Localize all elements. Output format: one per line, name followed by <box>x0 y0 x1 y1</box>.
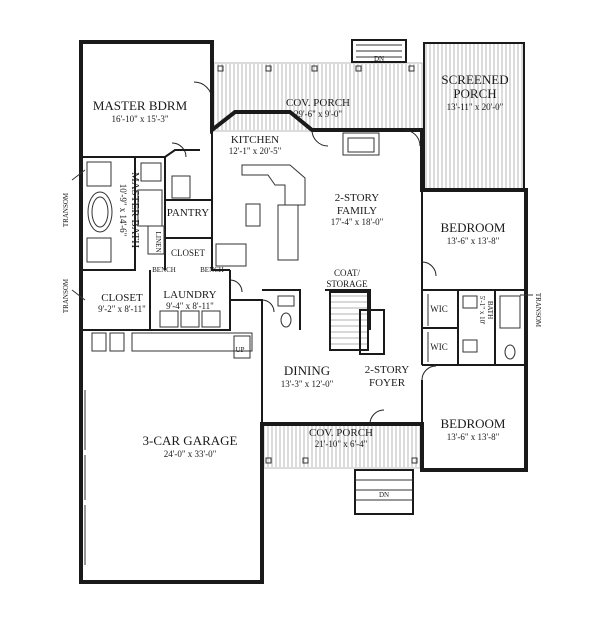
kitchen-fixtures <box>171 132 380 267</box>
screened-porch <box>423 42 525 190</box>
rear-porch-dim: 29'-6" x 9'-0" <box>294 109 342 119</box>
closet-master-dim: 9'-2" x 8'-11" <box>98 304 146 314</box>
master-bath-fixtures <box>86 161 165 263</box>
master-bdrm-dim: 16'-10" x 15'-3" <box>111 114 168 124</box>
dn-label-rear: DN <box>374 55 384 63</box>
rear-steps: DN <box>351 39 407 63</box>
door-swings <box>171 81 437 425</box>
master-bdrm-name: MASTER BDRM <box>93 98 188 113</box>
garage-name: 3-CAR GARAGE <box>143 433 238 448</box>
dining-name: DINING <box>284 363 330 378</box>
foyer-name-1: 2-STORY <box>365 364 409 376</box>
bath-dim: 5'-1" x 10' <box>478 296 486 325</box>
family-name-1: 2-STORY <box>335 192 379 204</box>
bedroom-upper-name: BEDROOM <box>440 220 505 235</box>
front-steps: DN <box>354 469 414 515</box>
bedroom-bath-fixtures <box>427 294 521 362</box>
interior-walls <box>80 130 526 424</box>
pantry-name: PANTRY <box>167 207 209 219</box>
front-porch-name: COV. PORCH <box>309 427 373 439</box>
transom-label-upper: TRANSOM <box>62 192 70 227</box>
wic-upper-name: WIC <box>430 304 448 314</box>
master-bath-dim: 10'-9" x 14'-6" <box>118 184 128 237</box>
staircase <box>329 291 385 355</box>
bedroom-lower-dim: 13'-6" x 13'-8" <box>447 432 500 442</box>
rear-porch-name: COV. PORCH <box>286 97 350 109</box>
bedroom-upper-dim: 13'-6" x 13'-8" <box>447 236 500 246</box>
coat-storage-name-2: STORAGE <box>326 279 368 289</box>
screened-porch-name-2: PORCH <box>453 86 496 101</box>
front-porch-dim: 21'-10" x 6'-4" <box>315 439 368 449</box>
transom-markers <box>71 169 533 301</box>
family-name-2: FAMILY <box>337 205 377 217</box>
powder-fixtures <box>277 295 295 328</box>
closet-small-name: CLOSET <box>171 248 206 258</box>
room-labels: MASTER BDRM 16'-10" x 15'-3" COV. PORCH … <box>62 72 542 459</box>
dn-label-front: DN <box>379 491 389 499</box>
up-label: UP <box>236 346 245 354</box>
bench-label-2: BENCH <box>200 266 224 274</box>
transom-label-right: TRANSOM <box>534 293 542 328</box>
bench-label-1: BENCH <box>152 266 176 274</box>
screened-porch-dim: 13'-11" x 20'-0" <box>447 102 504 112</box>
coat-storage-name-1: COAT/ <box>334 268 361 278</box>
foyer-name-2: FOYER <box>369 377 406 389</box>
screened-porch-name-1: SCREENED <box>441 72 508 87</box>
family-dim: 17'-4" x 18'-0" <box>331 217 384 227</box>
bath-name: BATH <box>486 301 494 319</box>
closet-master-name: CLOSET <box>101 292 143 304</box>
kitchen-name: KITCHEN <box>231 134 279 146</box>
transom-label-lower: TRANSOM <box>62 278 70 313</box>
laundry-name: LAUNDRY <box>163 289 216 301</box>
master-bath-name: MASTER BATH <box>129 172 141 248</box>
wic-lower-name: WIC <box>430 342 448 352</box>
laundry-fixtures <box>91 310 253 359</box>
kitchen-dim: 12'-1" x 20'-5" <box>229 146 282 156</box>
laundry-dim: 9'-4" x 8'-11" <box>166 301 214 311</box>
garage-dim: 24'-0" x 33'-0" <box>164 449 217 459</box>
linen-label: LINEN <box>154 232 162 253</box>
bedroom-lower-name: BEDROOM <box>440 416 505 431</box>
dining-dim: 13'-3" x 12'-0" <box>281 379 334 389</box>
front-covered-porch <box>261 423 421 469</box>
